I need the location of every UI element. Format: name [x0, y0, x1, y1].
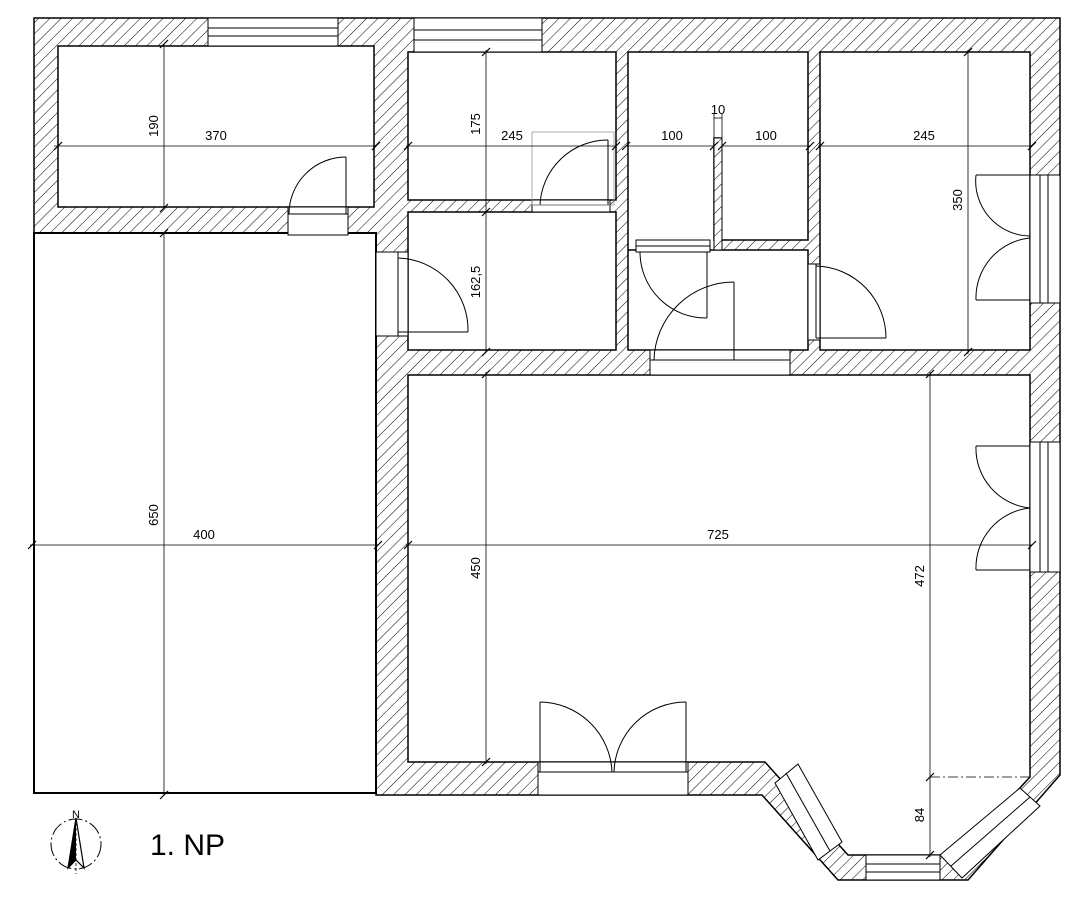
dim-350: 350 — [950, 189, 965, 211]
dim-190: 190 — [146, 115, 161, 137]
dim-725: 725 — [707, 527, 729, 542]
dim-650: 650 — [146, 504, 161, 526]
window-top-left — [207, 17, 339, 47]
dim-450: 450 — [468, 557, 483, 579]
window-right-upper — [1029, 174, 1061, 304]
garage-outline — [33, 232, 377, 794]
floor-title: 1. NP — [150, 829, 225, 862]
dim-175: 175 — [468, 113, 483, 135]
partition-wall — [713, 137, 723, 251]
doors — [287, 131, 1031, 796]
windows — [207, 17, 1061, 881]
dimension-labels: 190 370 175 245 10 100 100 245 350 162,5… — [146, 102, 965, 822]
window-right-lower — [1029, 441, 1061, 573]
dim-100-a: 100 — [661, 128, 683, 143]
dim-400: 400 — [193, 527, 215, 542]
dim-245-a: 245 — [501, 128, 523, 143]
dim-162-5: 162,5 — [468, 266, 483, 299]
dim-472: 472 — [912, 565, 927, 587]
north-label: N — [72, 809, 80, 821]
dim-370: 370 — [205, 128, 227, 143]
north-arrow: N — [50, 809, 102, 874]
dimension-ticks — [27, 39, 1037, 860]
window-bay-right — [939, 787, 1041, 879]
window-bay-left — [774, 763, 843, 861]
dim-100-b: 100 — [755, 128, 777, 143]
dim-10: 10 — [711, 102, 725, 117]
north-arrow-needle-half-icon — [68, 818, 76, 868]
dim-245-b: 245 — [913, 128, 935, 143]
dimension-lines — [30, 44, 1032, 857]
window-top-mid — [413, 17, 543, 53]
window-bay-bottom — [865, 854, 941, 881]
dim-84: 84 — [912, 808, 927, 822]
